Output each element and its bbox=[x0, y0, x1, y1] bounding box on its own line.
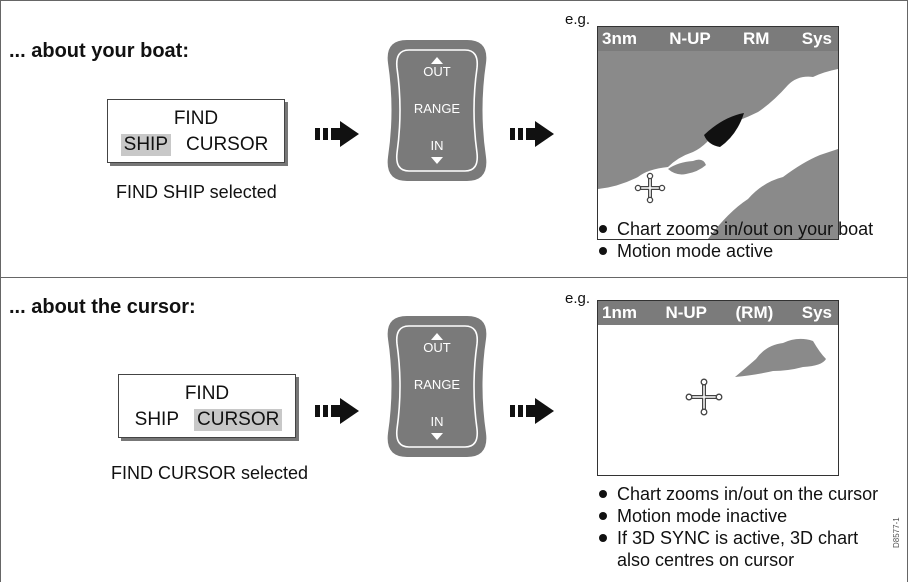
knob-in-label: IN bbox=[430, 414, 444, 429]
cursor-icon bbox=[685, 378, 723, 416]
chart-map bbox=[685, 338, 826, 416]
chart-status-bar: 3nm N-UP RM Sys bbox=[598, 27, 838, 51]
boat-icon bbox=[704, 113, 744, 147]
knob-in-label: IN bbox=[430, 138, 444, 153]
southern-land bbox=[708, 149, 838, 239]
motion-mode-readout: (RM) bbox=[735, 303, 774, 322]
coastline-land bbox=[598, 51, 838, 189]
range-readout: 1nm bbox=[602, 303, 637, 322]
orientation-readout: N-UP bbox=[665, 303, 708, 322]
knob-range-label: RANGE bbox=[413, 377, 461, 392]
chart-display-boat: 3nm N-UP RM Sys bbox=[597, 26, 839, 240]
knob-out-label: OUT bbox=[423, 64, 451, 79]
bullet-item: Motion mode inactive bbox=[597, 505, 878, 527]
eg-label: e.g. bbox=[565, 290, 591, 307]
orientation-readout: N-UP bbox=[669, 29, 711, 48]
flow-arrow-icon bbox=[510, 121, 554, 147]
find-softkey-ship[interactable]: FIND SHIP CURSOR bbox=[107, 99, 285, 163]
range-knob[interactable]: OUT RANGE IN bbox=[382, 37, 492, 184]
range-readout: 3nm bbox=[602, 29, 637, 48]
motion-mode-readout: RM bbox=[743, 29, 770, 48]
bullet-item: Motion mode active bbox=[597, 240, 873, 262]
section-heading-cursor: ... about the cursor: bbox=[9, 296, 196, 318]
softkey-option-ship[interactable]: SHIP bbox=[120, 134, 171, 156]
eg-label: e.g. bbox=[565, 11, 591, 28]
sys-readout: Sys bbox=[801, 29, 832, 48]
softkey-title: FIND bbox=[173, 108, 219, 129]
softkey-option-cursor[interactable]: CURSOR bbox=[186, 134, 269, 155]
section-heading-boat: ... about your boat: bbox=[9, 40, 189, 62]
chart-map bbox=[598, 51, 838, 239]
section-divider bbox=[0, 277, 908, 278]
softkey-caption: FIND SHIP selected bbox=[116, 182, 277, 202]
result-bullets-cursor: Chart zooms in/out on the cursor Motion … bbox=[597, 483, 878, 571]
knob-range-label: RANGE bbox=[413, 101, 461, 116]
softkey-option-ship[interactable]: SHIP bbox=[134, 409, 179, 430]
chart-status-bar: 1nm N-UP (RM) Sys bbox=[598, 301, 838, 325]
flow-arrow-icon bbox=[510, 398, 554, 424]
bullet-item: Chart zooms in/out on the cursor bbox=[597, 483, 878, 505]
bullet-item: Chart zooms in/out on your boat bbox=[597, 218, 873, 240]
range-knob[interactable]: OUT RANGE IN bbox=[382, 313, 492, 460]
sys-readout: Sys bbox=[801, 303, 832, 322]
bullet-icon bbox=[599, 512, 607, 520]
island-land bbox=[735, 338, 826, 377]
bullet-item: If 3D SYNC is active, 3D chart bbox=[597, 527, 878, 549]
softkey-option-cursor[interactable]: CURSOR bbox=[194, 409, 283, 431]
bullet-icon bbox=[599, 534, 607, 542]
bullet-icon bbox=[599, 225, 607, 233]
softkey-caption: FIND CURSOR selected bbox=[111, 463, 309, 483]
flow-arrow-icon bbox=[315, 398, 359, 424]
bullet-icon bbox=[599, 490, 607, 498]
softkey-title: FIND bbox=[184, 383, 230, 404]
result-bullets-boat: Chart zooms in/out on your boat Motion m… bbox=[597, 218, 873, 262]
flow-arrow-icon bbox=[315, 121, 359, 147]
find-softkey-cursor[interactable]: FIND SHIP CURSOR bbox=[118, 374, 296, 438]
range-knob-icon bbox=[387, 40, 487, 181]
bullet-continuation: also centres on cursor bbox=[617, 550, 795, 570]
chart-display-cursor: 1nm N-UP (RM) Sys bbox=[597, 300, 839, 476]
bullet-icon bbox=[599, 247, 607, 255]
knob-out-label: OUT bbox=[423, 340, 451, 355]
figure-reference: D8577-1 bbox=[892, 517, 901, 548]
cursor-icon bbox=[634, 172, 666, 204]
island-land bbox=[668, 159, 706, 175]
range-knob-icon bbox=[387, 316, 487, 457]
